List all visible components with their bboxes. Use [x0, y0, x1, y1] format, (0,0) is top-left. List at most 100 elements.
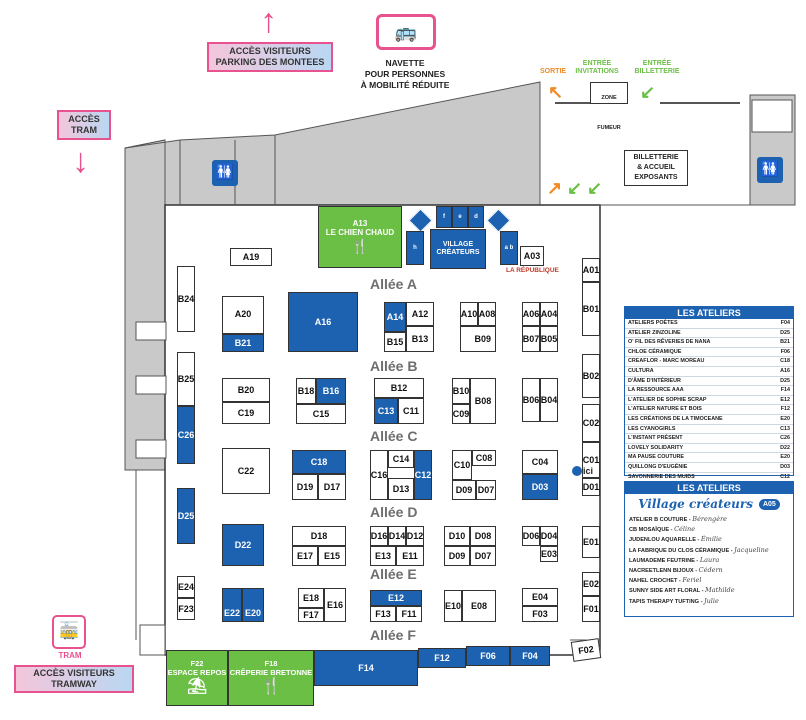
stand-e02[interactable]: E02: [582, 572, 600, 596]
stand-b20[interactable]: B20: [222, 378, 270, 402]
stand-e22[interactable]: E22: [222, 588, 242, 622]
stand-f23[interactable]: F23: [177, 598, 195, 620]
stand-d09[interactable]: D09: [452, 480, 476, 500]
stand-f17[interactable]: F17: [298, 608, 324, 622]
stand-e12[interactable]: E12: [370, 590, 422, 606]
stand-f04[interactable]: F04: [510, 646, 550, 666]
stand-c26[interactable]: C26: [177, 406, 195, 464]
stand-a05e[interactable]: e: [452, 206, 468, 228]
stand-d12[interactable]: D12: [406, 526, 424, 546]
stand-f11[interactable]: F11: [396, 606, 422, 622]
stand-c09[interactable]: C09: [452, 404, 470, 424]
stand-b01[interactable]: B01: [582, 282, 600, 336]
stand-b13[interactable]: B13: [406, 326, 434, 352]
stand-b12[interactable]: B12: [374, 378, 424, 398]
stand-a05h[interactable]: h: [406, 231, 424, 265]
stand-f02[interactable]: F02: [570, 638, 602, 662]
stand-b25[interactable]: B25: [177, 352, 195, 406]
stand-e10[interactable]: E10: [444, 590, 462, 622]
stand-b24[interactable]: B24: [177, 266, 195, 332]
stand-e04[interactable]: E04: [522, 588, 558, 606]
stand-d06[interactable]: D06: [522, 526, 540, 546]
stand-c02[interactable]: C02: [582, 404, 600, 442]
stand-b07[interactable]: B07: [522, 326, 540, 352]
stand-d14[interactable]: D14: [388, 526, 406, 546]
stand-c13[interactable]: C13: [374, 398, 398, 424]
stand-e17[interactable]: E17: [292, 546, 318, 566]
stand-f14[interactable]: F14: [314, 650, 418, 686]
stand-e18[interactable]: E18: [298, 588, 324, 608]
stand-c15[interactable]: C15: [296, 404, 346, 424]
stand-e11[interactable]: E11: [396, 546, 424, 566]
stand-f06[interactable]: F06: [466, 646, 510, 666]
stand-b05[interactable]: B05: [540, 326, 558, 352]
stand-a10[interactable]: A10: [460, 302, 478, 326]
stand-e01[interactable]: E01: [582, 526, 600, 558]
stand-a01[interactable]: A01: [582, 258, 600, 282]
stand-a03[interactable]: A03: [520, 246, 544, 266]
stand-d10[interactable]: D10: [444, 526, 470, 546]
stand-f13[interactable]: F13: [370, 606, 396, 622]
stand-b15[interactable]: B15: [384, 332, 406, 352]
stand-e13[interactable]: E13: [370, 546, 396, 566]
stand-d16[interactable]: D16: [370, 526, 388, 546]
stand-d07b[interactable]: D07: [470, 546, 496, 566]
stand-a04[interactable]: A04: [540, 302, 558, 326]
stand-c18[interactable]: C18: [292, 450, 346, 474]
stand-c11[interactable]: C11: [398, 398, 424, 424]
stand-b09[interactable]: B09: [460, 326, 496, 352]
stand-c14[interactable]: C14: [388, 450, 414, 468]
stand-a08[interactable]: A08: [478, 302, 496, 326]
stand-c12[interactable]: C12: [414, 450, 432, 500]
stand-e15[interactable]: E15: [318, 546, 346, 566]
stand-a12[interactable]: A12: [406, 302, 434, 326]
stand-d18[interactable]: D18: [292, 526, 346, 546]
stand-e03[interactable]: E03: [540, 546, 558, 562]
stand-e24[interactable]: E24: [177, 576, 195, 598]
stand-c22[interactable]: C22: [222, 448, 270, 494]
stand-d09b[interactable]: D09: [444, 546, 470, 566]
stand-c01[interactable]: C01: [582, 442, 600, 478]
stand-d04[interactable]: D04: [540, 526, 558, 546]
stand-c08[interactable]: C08: [472, 450, 496, 466]
stand-f03[interactable]: F03: [522, 606, 558, 622]
stand-a20[interactable]: A20: [222, 296, 264, 334]
stand-c10[interactable]: C10: [452, 450, 472, 480]
stand-a14[interactable]: A14: [384, 302, 406, 332]
stand-c16[interactable]: C16: [370, 450, 388, 500]
stand-e20[interactable]: E20: [242, 588, 264, 622]
stand-a16[interactable]: A16: [288, 292, 358, 352]
stand-c19[interactable]: C19: [222, 402, 270, 424]
stand-a05d[interactable]: d: [468, 206, 484, 228]
stand-a05ab[interactable]: a b: [500, 231, 518, 265]
stand-d13[interactable]: D13: [388, 478, 414, 500]
stand-e16[interactable]: E16: [324, 588, 346, 622]
stand-d01[interactable]: D01: [582, 478, 600, 496]
stand-d08[interactable]: D08: [470, 526, 496, 546]
stand-f12[interactable]: F12: [418, 648, 466, 668]
stand-b21[interactable]: B21: [222, 334, 264, 352]
stand-b08[interactable]: B08: [470, 378, 496, 424]
stand-e08[interactable]: E08: [462, 590, 496, 622]
stand-d19[interactable]: D19: [292, 474, 318, 500]
stand-d22[interactable]: D22: [222, 524, 264, 566]
stand-d25[interactable]: D25: [177, 488, 195, 544]
stand-b04[interactable]: B04: [540, 378, 558, 422]
stand-c04[interactable]: C04: [522, 450, 558, 474]
stand-b10[interactable]: B10: [452, 378, 470, 404]
stand-d17[interactable]: D17: [318, 474, 346, 500]
stand-b18[interactable]: B18: [296, 378, 316, 404]
stand-d07[interactable]: D07: [476, 480, 496, 500]
stand-a05f[interactable]: f: [436, 206, 452, 228]
stand-a19[interactable]: A19: [230, 248, 272, 266]
stand-b16[interactable]: B16: [316, 378, 346, 404]
stand-d03[interactable]: D03: [522, 474, 558, 500]
stand-a06[interactable]: A06: [522, 302, 540, 326]
stand-b06[interactable]: B06: [522, 378, 540, 422]
stand-b02[interactable]: B02: [582, 354, 600, 398]
stand-f01[interactable]: F01: [582, 596, 600, 622]
